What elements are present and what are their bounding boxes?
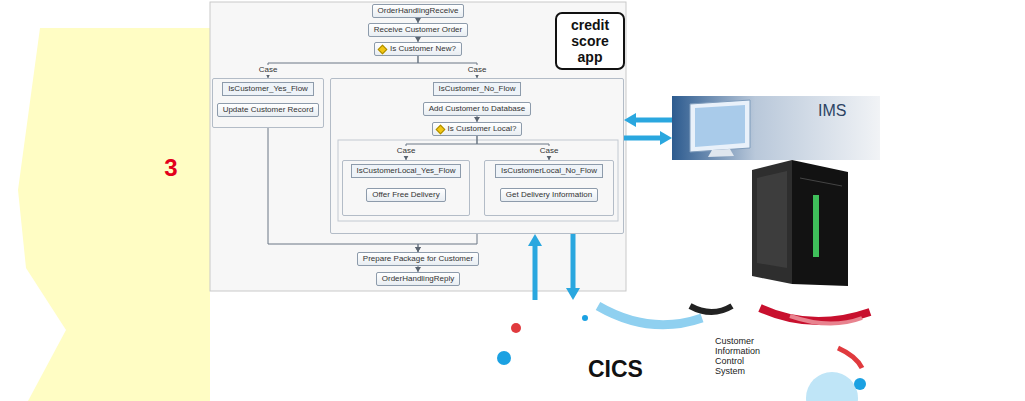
ims-ground [672, 96, 880, 160]
case-label: Case [538, 146, 561, 156]
case-label: Case [395, 146, 418, 156]
monitor-screen [695, 105, 745, 147]
cics-logo [497, 306, 870, 401]
mainframe-server [752, 160, 848, 286]
yellow-background [18, 28, 210, 401]
process-box-text: Get Delivery Information [506, 190, 592, 200]
case-container: Offer Free Delivery IsCustomerLocal_Yes_F… [342, 160, 470, 216]
process-box: Get Delivery Information [500, 188, 598, 202]
process-box-text: Offer Free Delivery [372, 190, 439, 200]
decision-box: Is Customer Local? [432, 122, 523, 136]
flow-connector [418, 234, 477, 252]
cics-system-text: CICS [588, 356, 643, 382]
system-arrow [533, 246, 538, 300]
process-box-text: Update Customer Record [223, 105, 314, 115]
process-box-text: Add Customer to Database [429, 104, 526, 114]
system-arrow [571, 234, 576, 288]
case-container: Add Customer to Database Is Customer Loca… [330, 78, 624, 234]
logo-dot [497, 351, 511, 365]
logo-dot [854, 378, 866, 390]
server-panel [757, 171, 787, 268]
ims-banner [672, 96, 880, 160]
decision-box-text: Is Customer Local? [448, 124, 517, 134]
case-label: Case [257, 65, 280, 75]
decision-box-text: Is Customer New? [390, 44, 456, 54]
process-box: Update Customer Record [217, 103, 320, 117]
case-label: Case [466, 65, 489, 75]
case-container: Update Customer Record IsCustomer_Yes_Flo… [212, 78, 324, 128]
process-box-text: Receive Customer Order [374, 25, 462, 35]
case-container-text: IsCustomer_No_Flow [433, 82, 522, 96]
ims-system: IMS [672, 96, 880, 160]
system-arrow [636, 118, 672, 123]
case-group-outline [338, 140, 618, 221]
case-container-text: IsCustomerLocal_No_Flow [495, 164, 603, 178]
process-box: Receive Customer Order [368, 23, 468, 37]
decision-box: Is Customer New? [374, 42, 462, 56]
server-front [792, 160, 848, 286]
process-box: OrderHandlingReply [376, 272, 460, 286]
server-light [813, 195, 819, 257]
logo-circle [806, 372, 858, 401]
process-box-text: OrderHandlingReceive [378, 6, 459, 16]
server-line [800, 178, 842, 186]
cics-system-text: Customer Information Control System [715, 336, 767, 376]
process-box-text: OrderHandlingReply [382, 274, 454, 284]
system-arrow [624, 136, 660, 141]
cics-system: CICS Customer Information Control System [470, 300, 870, 400]
logo-arc [790, 316, 862, 324]
app-box-text: credit score app [561, 17, 619, 65]
logo-dot [582, 315, 588, 321]
callout-number: 3 [164, 154, 177, 182]
logo-dot [511, 323, 521, 333]
monitor-frame [690, 100, 750, 152]
flow-panel [210, 2, 626, 291]
process-box: Add Customer to Database [423, 102, 532, 116]
logo-arc [690, 306, 732, 312]
server-side [752, 160, 792, 284]
process-box: OrderHandlingReceive [372, 4, 465, 18]
case-container-text: IsCustomer_Yes_Flow [222, 82, 314, 96]
app-box: credit score app [555, 12, 625, 70]
process-box-text: Prepare Package for Customer [363, 254, 473, 264]
monitor-stand [708, 149, 734, 157]
case-container-text: IsCustomerLocal_Yes_Flow [351, 164, 462, 178]
flow-connector [268, 56, 418, 78]
process-box: Offer Free Delivery [366, 188, 445, 202]
ims-system-text: IMS [818, 102, 846, 120]
case-container: Get Delivery Information IsCustomerLocal_… [484, 160, 614, 216]
logo-arc [598, 306, 702, 325]
process-box: Prepare Package for Customer [357, 252, 479, 266]
logo-arc [838, 348, 862, 368]
